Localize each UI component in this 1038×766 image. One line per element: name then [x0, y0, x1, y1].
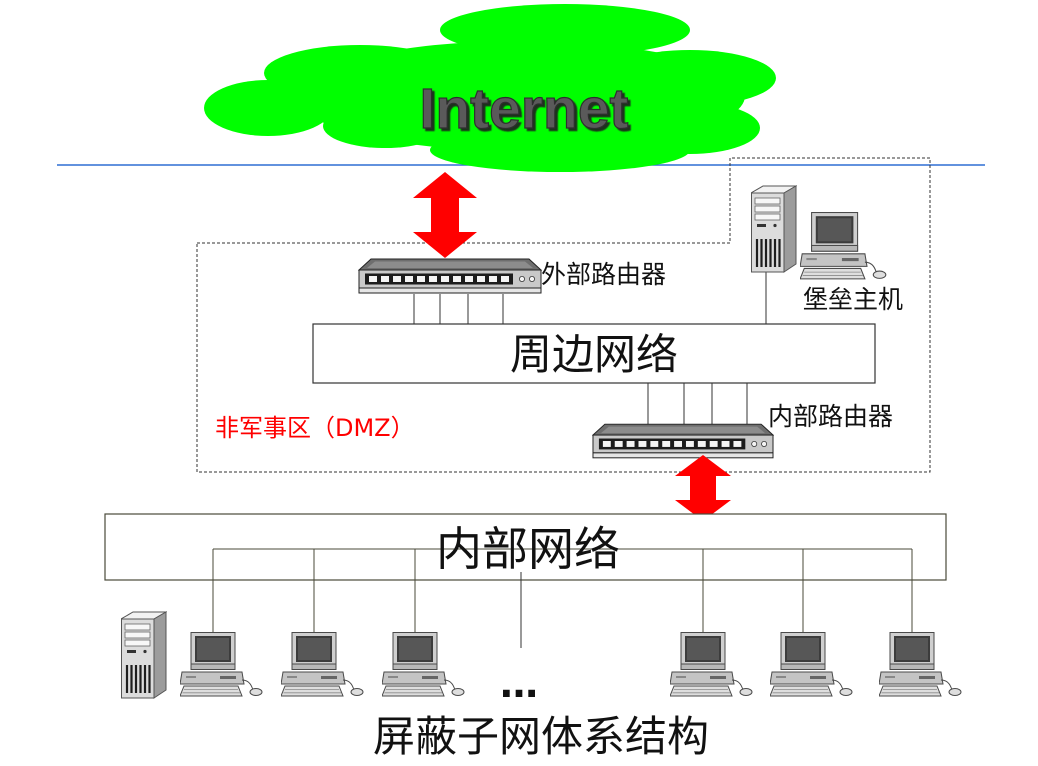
internal-server-icon: [121, 611, 167, 699]
bastion-host-label: 堡垒主机: [803, 285, 903, 314]
cloud-lobe: [430, 128, 690, 172]
bastion-server-icon: [751, 185, 797, 273]
workstation-icon: [382, 632, 465, 697]
perimeter-network-label: 周边网络: [510, 330, 678, 379]
external-router-icon: [358, 258, 542, 294]
diagram-title: 屏蔽子网体系结构: [373, 712, 709, 761]
cloud-lobe: [440, 4, 690, 56]
bastion-workstation-icon: [800, 212, 887, 280]
internal-network-label: 内部网络: [436, 522, 620, 576]
internal-router-icon: [592, 423, 774, 459]
internal-link-arrow: [675, 455, 731, 521]
workstation-icon: [879, 632, 962, 697]
perimeter-network-box: [312, 323, 876, 384]
workstation-icon: [180, 632, 263, 697]
cloud-lobe: [604, 50, 776, 106]
internet-label: Internet: [419, 77, 628, 141]
cloud-lobe: [620, 102, 760, 154]
dmz-label: 非军事区（DMZ）: [215, 414, 415, 442]
internet-cloud-icon: [204, 4, 776, 172]
dmz-boundary: [196, 157, 931, 473]
workstation-icon: [670, 632, 753, 697]
cloud-lobe: [264, 45, 456, 101]
external-router-label: 外部路由器: [541, 260, 666, 289]
internet-link-arrow: [413, 172, 477, 258]
internal-router-label: 内部路由器: [768, 402, 893, 431]
cloud-lobe: [204, 80, 332, 136]
internal-network-box: [104, 513, 947, 581]
workstation-icon: [281, 632, 364, 697]
cloud-lobe: [323, 104, 447, 148]
workstation-icon: [770, 632, 853, 697]
more-hosts-ellipsis: …: [500, 662, 538, 706]
